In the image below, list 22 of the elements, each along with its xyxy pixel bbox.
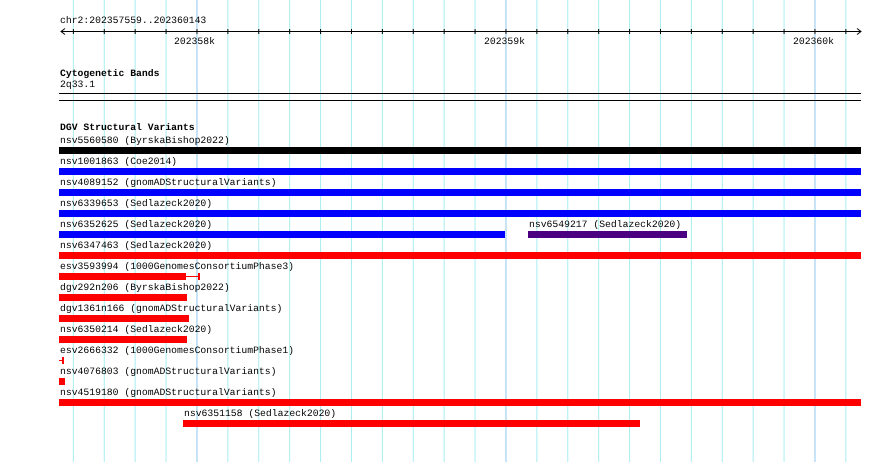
feature-label: nsv6347463 (Sedlazeck2020) [60,240,212,251]
feature-label: nsv6350214 (Sedlazeck2020) [60,324,212,335]
track-title: DGV Structural Variants [60,122,195,133]
tick-label: 202358k [174,36,215,47]
feature-label: esv2666332 (1000GenomesConsortiumPhase1) [60,345,294,356]
tick-label: 202359k [484,36,525,47]
track-title: Cytogenetic Bands [60,68,160,79]
feature-label: nsv6352625 (Sedlazeck2020) [60,219,212,230]
feature-label: dgv1361n166 (gnomADStructuralVariants) [60,303,282,314]
feature-label: nsv4089152 (gnomADStructuralVariants) [60,177,276,188]
feature-label: nsv4519180 (gnomADStructuralVariants) [60,387,276,398]
band-label: 2q33.1 [60,79,96,90]
feature-label: dgv292n206 (ByrskaBishop2022) [60,282,230,293]
feature-label: nsv6351158 (Sedlazeck2020) [184,408,336,419]
feature-label: esv3593994 (1000GenomesConsortiumPhase3) [60,261,294,272]
feature-label: nsv6339653 (Sedlazeck2020) [60,198,212,209]
tick-label: 202360k [793,36,834,47]
feature-label: nsv5560580 (ByrskaBishop2022) [60,135,230,146]
location-label: chr2:202357559..202360143 [60,15,206,26]
feature-label: nsv4076803 (gnomADStructuralVariants) [60,366,276,377]
feature-label: nsv1001863 (Coe2014) [60,156,178,167]
feature-label: nsv6549217 (Sedlazeck2020) [529,219,682,230]
